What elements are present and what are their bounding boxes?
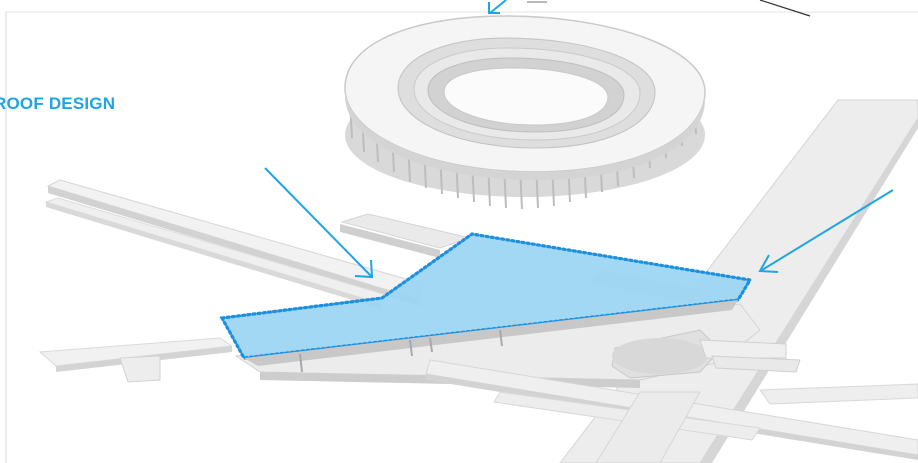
top-pointer-arrow — [489, 0, 547, 13]
stadium-model — [345, 16, 705, 209]
